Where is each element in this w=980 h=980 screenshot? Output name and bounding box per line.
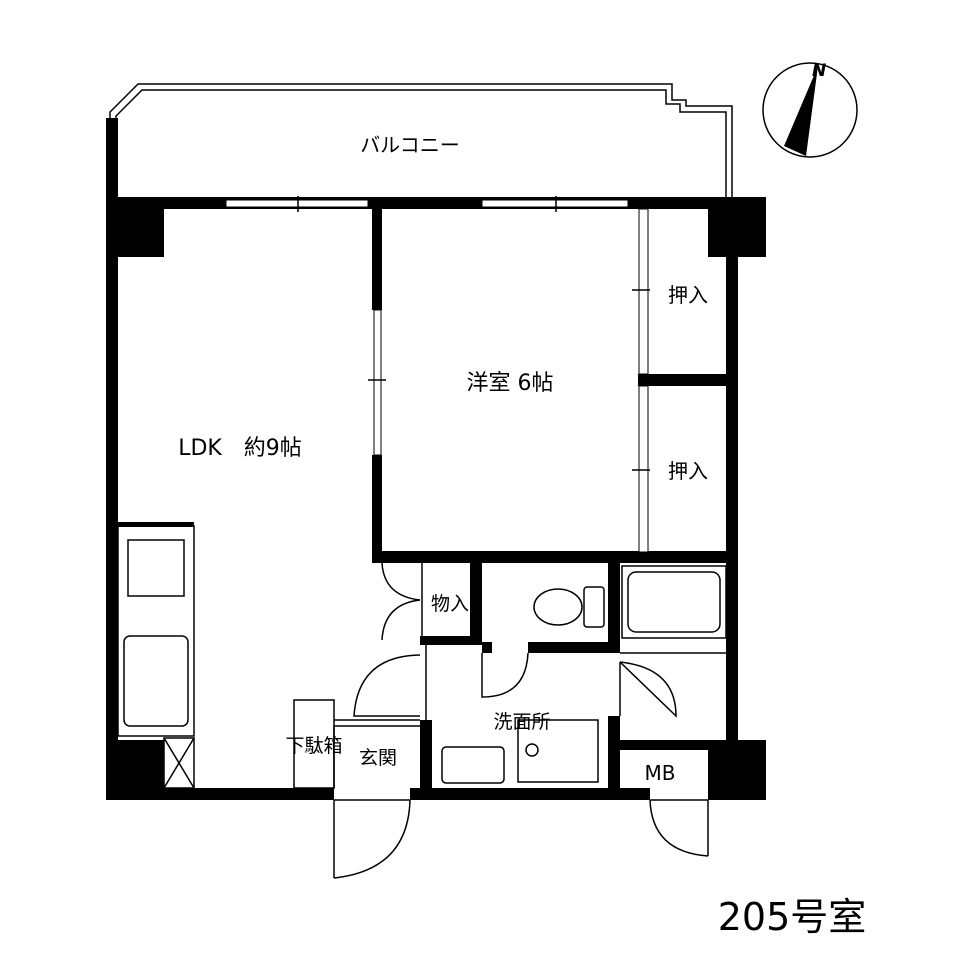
wall-mb-left bbox=[608, 716, 620, 800]
storage-door-swing-bottom bbox=[381, 599, 421, 641]
label-closet-lower: 押入 bbox=[668, 459, 708, 483]
pillar-top-left bbox=[106, 197, 164, 257]
toilet-door-swing bbox=[481, 652, 529, 698]
sliding-door-western bbox=[373, 309, 382, 456]
window-ldk bbox=[225, 199, 369, 208]
balcony-outline bbox=[109, 83, 733, 200]
wall-western-left-bottom bbox=[372, 455, 382, 560]
compass-north-letter: N bbox=[812, 61, 826, 81]
label-meter-box: MB bbox=[645, 761, 676, 785]
window-western-room bbox=[481, 199, 629, 208]
wall-bottom-mid bbox=[410, 788, 650, 800]
wall-toilet-bottom-left bbox=[482, 642, 492, 653]
toilet-bowl bbox=[533, 588, 583, 626]
stove bbox=[127, 539, 185, 597]
shoe-cabinet bbox=[293, 699, 335, 789]
wash-basin bbox=[441, 746, 505, 784]
washing-machine-drain bbox=[525, 743, 539, 757]
label-washroom: 洗面所 bbox=[493, 711, 550, 733]
washroom-door-swing bbox=[353, 654, 421, 717]
label-western-room: 洋室 6帖 bbox=[467, 371, 554, 396]
closet-door-upper bbox=[638, 208, 649, 375]
label-entrance: 玄関 bbox=[359, 747, 397, 769]
wall-right bbox=[726, 200, 738, 800]
label-ldk: LDK 約9帖 bbox=[178, 436, 302, 461]
bathtub-inner bbox=[627, 571, 721, 633]
entrance-door-swing bbox=[333, 799, 411, 879]
wall-western-bottom bbox=[372, 551, 738, 563]
bath-door-swing bbox=[619, 661, 677, 718]
balcony-outline-inner bbox=[115, 89, 727, 200]
wall-storage-bottom bbox=[420, 636, 482, 645]
label-closet-upper: 押入 bbox=[668, 283, 708, 307]
wall-top bbox=[106, 197, 766, 209]
label-balcony: バルコニー bbox=[360, 133, 460, 157]
mb-door-swing bbox=[649, 799, 709, 857]
label-storage: 物入 bbox=[431, 593, 469, 615]
wall-left bbox=[106, 118, 118, 800]
compass-ring bbox=[762, 62, 858, 158]
label-shoe-cabinet: 下駄箱 bbox=[285, 735, 342, 757]
refrigerator-cross-b bbox=[163, 737, 195, 789]
wall-toilet-right bbox=[608, 563, 620, 653]
wall-western-left-top bbox=[372, 200, 382, 310]
sink bbox=[123, 635, 189, 727]
pillar-bottom-left bbox=[106, 740, 164, 800]
wall-mb-top bbox=[608, 740, 738, 750]
storage-door-swing-top bbox=[381, 562, 421, 601]
closet-divider bbox=[638, 374, 738, 386]
wall-storage-right bbox=[470, 563, 482, 645]
compass-needle bbox=[784, 66, 818, 156]
closet-door-lower bbox=[638, 385, 649, 553]
wall-toilet-bottom-right bbox=[528, 642, 620, 653]
pillar-top-right bbox=[708, 197, 766, 257]
toilet-tank bbox=[583, 586, 605, 628]
wall-washroom-left bbox=[420, 720, 432, 800]
wall-kitchen-top bbox=[118, 522, 194, 527]
label-room-number: 205号室 bbox=[718, 895, 867, 939]
